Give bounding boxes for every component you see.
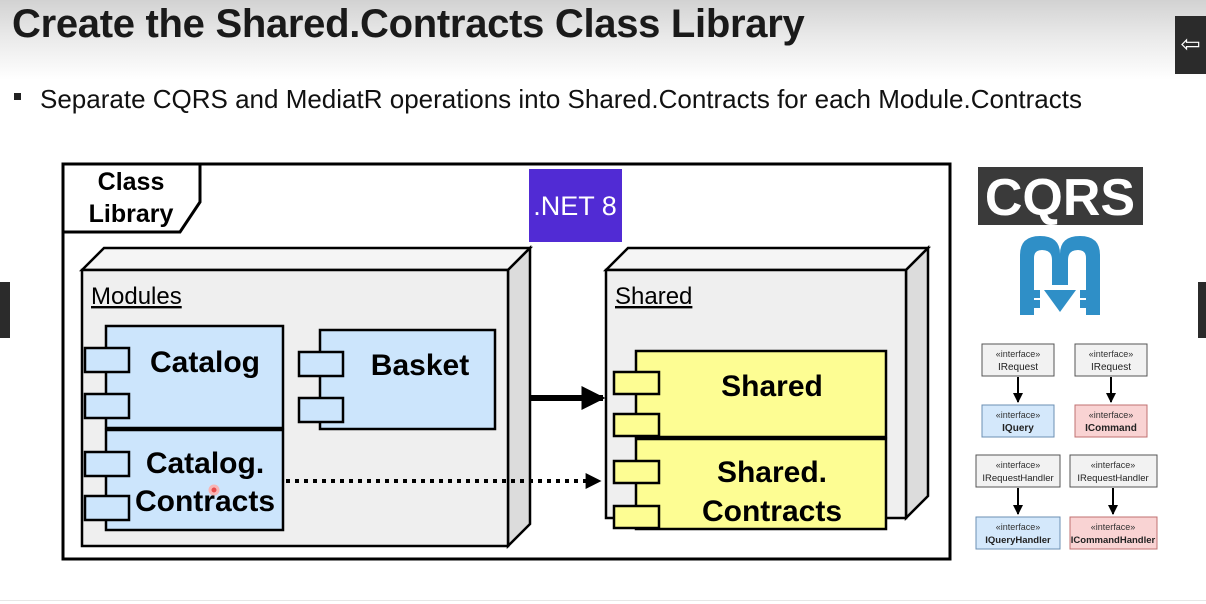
iquery-name: IQuery bbox=[1002, 423, 1034, 434]
frame-label-line2: Library bbox=[89, 200, 174, 228]
irequest-left-name: IRequest bbox=[998, 362, 1038, 373]
dotnet-badge-label: .NET 8 bbox=[533, 191, 617, 221]
irequesthandler-left-box bbox=[975, 454, 1061, 488]
frame-label-tab bbox=[61, 162, 202, 234]
right-edge-tab[interactable] bbox=[1198, 282, 1206, 338]
irequest-right-name: IRequest bbox=[1091, 362, 1131, 373]
icommand-name: ICommand bbox=[1085, 423, 1137, 434]
iqueryhandler-box bbox=[975, 516, 1061, 550]
icommandhandler-name: ICommandHandler bbox=[1071, 535, 1156, 546]
cqrs-mediatr-panel: CQRS «interface» IRequest «interface» IR… bbox=[975, 167, 1158, 550]
icommand-box bbox=[1074, 404, 1148, 438]
shared-contracts-label-line1: Shared. bbox=[717, 456, 827, 489]
icommand-stereotype: «interface» bbox=[1089, 410, 1134, 420]
shared-node-label: Shared bbox=[615, 283, 692, 310]
basket-component[interactable] bbox=[297, 328, 497, 431]
irequest-right-box bbox=[1074, 343, 1148, 377]
iqueryhandler-stereotype: «interface» bbox=[996, 522, 1041, 532]
cqrs-logo bbox=[978, 167, 1143, 225]
shared-contracts-component[interactable] bbox=[612, 437, 888, 531]
irequesthandler-left-stereotype: «interface» bbox=[996, 460, 1041, 470]
slide-title: Create the Shared.Contracts Class Librar… bbox=[12, 2, 805, 46]
cqrs-logo-text: CQRS bbox=[985, 169, 1135, 227]
cursor-pointer-icon bbox=[208, 484, 220, 496]
irequesthandler-left-name: IRequestHandler bbox=[982, 473, 1053, 484]
shared-component[interactable] bbox=[612, 349, 888, 439]
catalog-contracts-label-line2: Contracts bbox=[135, 485, 275, 518]
class-library-diagram: Class Library .NET 8 Modules Catalog Bas… bbox=[61, 162, 952, 561]
mediatr-logo-icon bbox=[1020, 236, 1100, 315]
back-arrow-icon[interactable]: ⇦ bbox=[1175, 16, 1206, 74]
modules-node-label: Modules bbox=[91, 283, 182, 310]
left-edge-tab[interactable] bbox=[0, 282, 10, 338]
bullet-text: Separate CQRS and MediatR operations int… bbox=[40, 84, 1082, 114]
irequest-left-box bbox=[981, 343, 1055, 377]
irequesthandler-right-box bbox=[1069, 454, 1158, 488]
header-band bbox=[0, 0, 1206, 80]
iquery-box bbox=[981, 404, 1055, 438]
irequest-left-stereotype: «interface» bbox=[996, 349, 1041, 359]
irequesthandler-right-name: IRequestHandler bbox=[1077, 473, 1148, 484]
shared-component-label: Shared bbox=[721, 370, 823, 403]
shared-contracts-label-line2: Contracts bbox=[702, 495, 842, 528]
irequesthandler-right-stereotype: «interface» bbox=[1091, 460, 1136, 470]
iqueryhandler-name: IQueryHandler bbox=[985, 535, 1051, 546]
icommandhandler-box bbox=[1069, 516, 1158, 550]
basket-label: Basket bbox=[371, 349, 469, 382]
frame-label-line1: Class bbox=[98, 168, 165, 196]
catalog-contracts-component[interactable] bbox=[83, 428, 285, 532]
catalog-label: Catalog bbox=[150, 346, 260, 379]
bullet-marker bbox=[14, 93, 21, 100]
iquery-stereotype: «interface» bbox=[996, 410, 1041, 420]
dotnet-badge bbox=[529, 169, 622, 242]
irequest-right-stereotype: «interface» bbox=[1089, 349, 1134, 359]
bottom-divider bbox=[0, 600, 1206, 601]
catalog-component[interactable] bbox=[83, 324, 285, 430]
catalog-contracts-label-line1: Catalog. bbox=[146, 447, 264, 480]
icommandhandler-stereotype: «interface» bbox=[1091, 522, 1136, 532]
